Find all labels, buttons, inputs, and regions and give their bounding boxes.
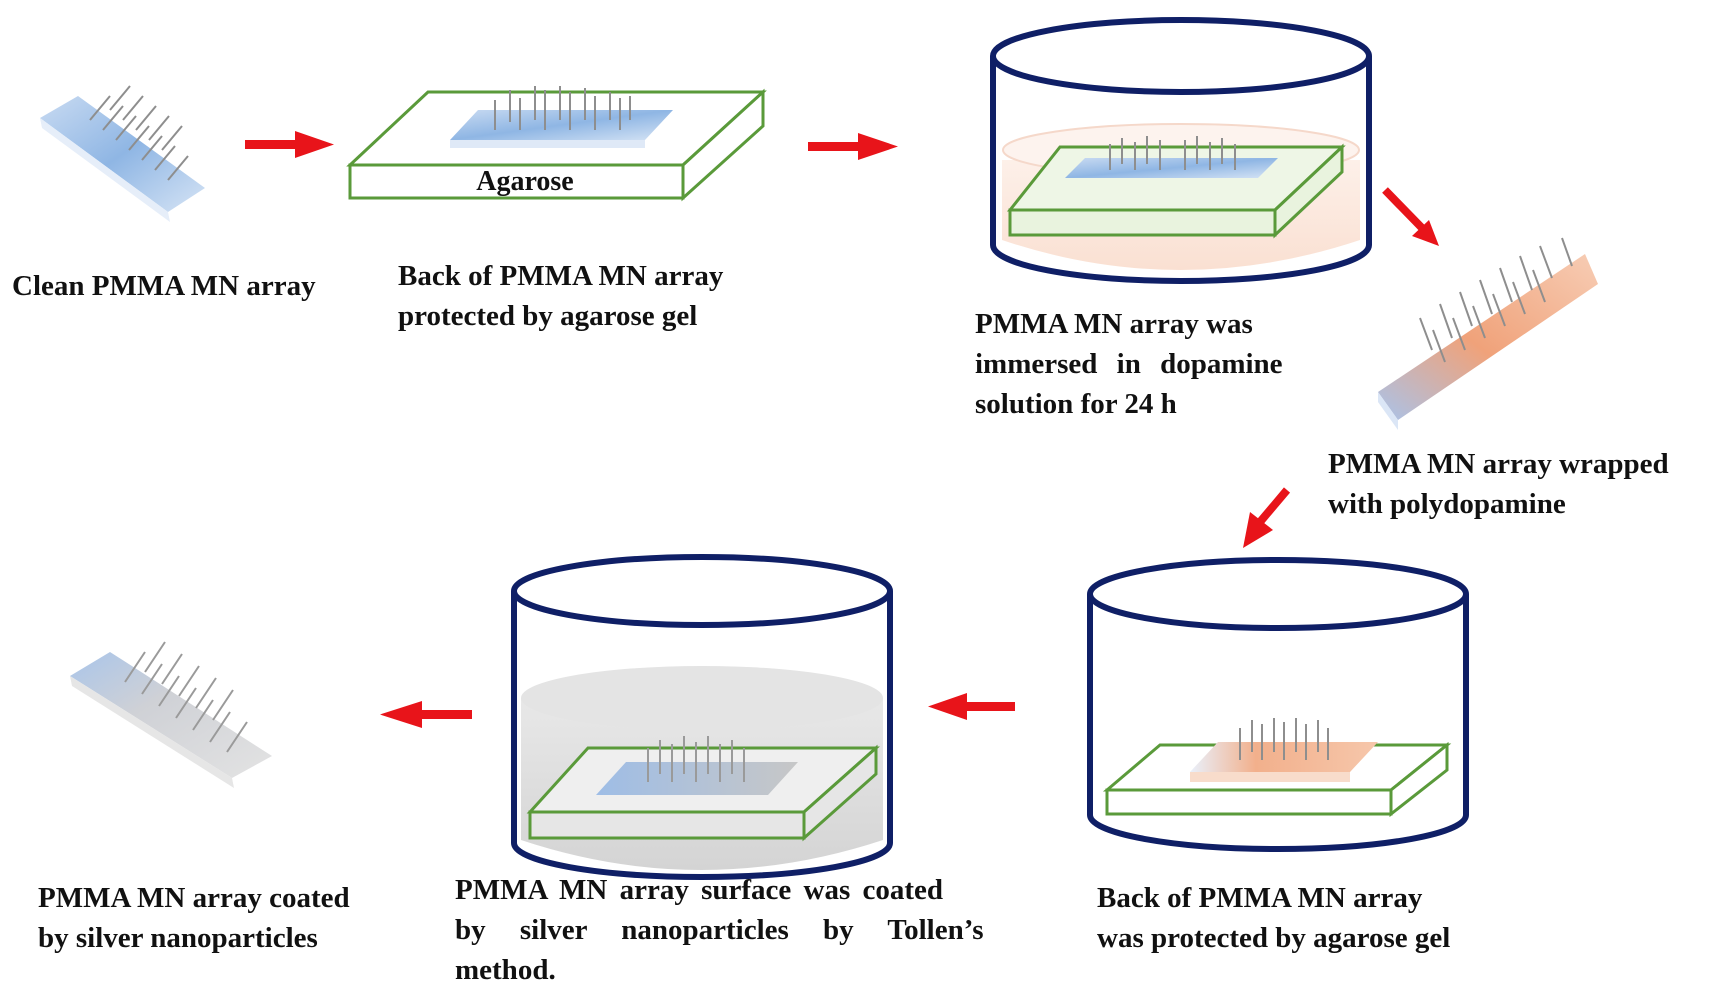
caption-line: immersed in dopamine (975, 348, 1283, 380)
beaker-icon (511, 554, 893, 880)
caption-line: with polydopamine (1328, 488, 1566, 520)
arrow-icon (245, 131, 334, 158)
caption-step6: PMMA MN array surface was coated by silv… (455, 870, 1005, 990)
caption-step1: Clean PMMA MN array (12, 266, 316, 306)
caption-step2: Back of PMMA MN array protected by agaro… (398, 256, 723, 336)
caption-line: PMMA MN array coated (38, 882, 350, 914)
arrow-icon (380, 701, 472, 728)
beaker-icon (1087, 557, 1469, 852)
caption-step5: Back of PMMA MN array was protected by a… (1097, 878, 1450, 958)
caption-line: Back of PMMA MN array (1097, 882, 1423, 914)
caption-line: was protected by agarose gel (1097, 922, 1451, 954)
caption-line: PMMA MN array wrapped (1328, 448, 1669, 480)
arrow-icon (1382, 187, 1439, 246)
arrow-icon (808, 133, 898, 160)
beaker-icon (990, 17, 1372, 284)
microneedle-array-icon (70, 641, 272, 788)
caption-line: PMMA MN array was (975, 308, 1253, 340)
arrow-icon (928, 693, 1015, 720)
caption-step4: PMMA MN array wrapped with polydopamine (1328, 444, 1669, 524)
caption-line: Back of PMMA MN array (398, 260, 724, 292)
agarose-gel-block-icon: Agarose (346, 86, 767, 202)
caption-line: method. (455, 954, 556, 986)
caption-line: Clean PMMA MN array (12, 270, 316, 302)
microneedle-array-icon (40, 85, 205, 222)
caption-line: PMMA MN array surface was coated (455, 874, 944, 906)
microneedle-array-icon (1378, 237, 1598, 430)
caption-step3: PMMA MN array was immersed in dopamine s… (975, 304, 1283, 424)
caption-line: solution for 24 h (975, 388, 1177, 420)
agarose-label: Agarose (476, 166, 573, 197)
caption-line: by silver nanoparticles by Tollen’s (455, 914, 984, 946)
caption-line: protected by agarose gel (398, 300, 698, 332)
caption-step7: PMMA MN array coated by silver nanoparti… (38, 878, 350, 958)
arrow-icon (1243, 487, 1291, 548)
caption-line: by silver nanoparticles (38, 922, 318, 954)
